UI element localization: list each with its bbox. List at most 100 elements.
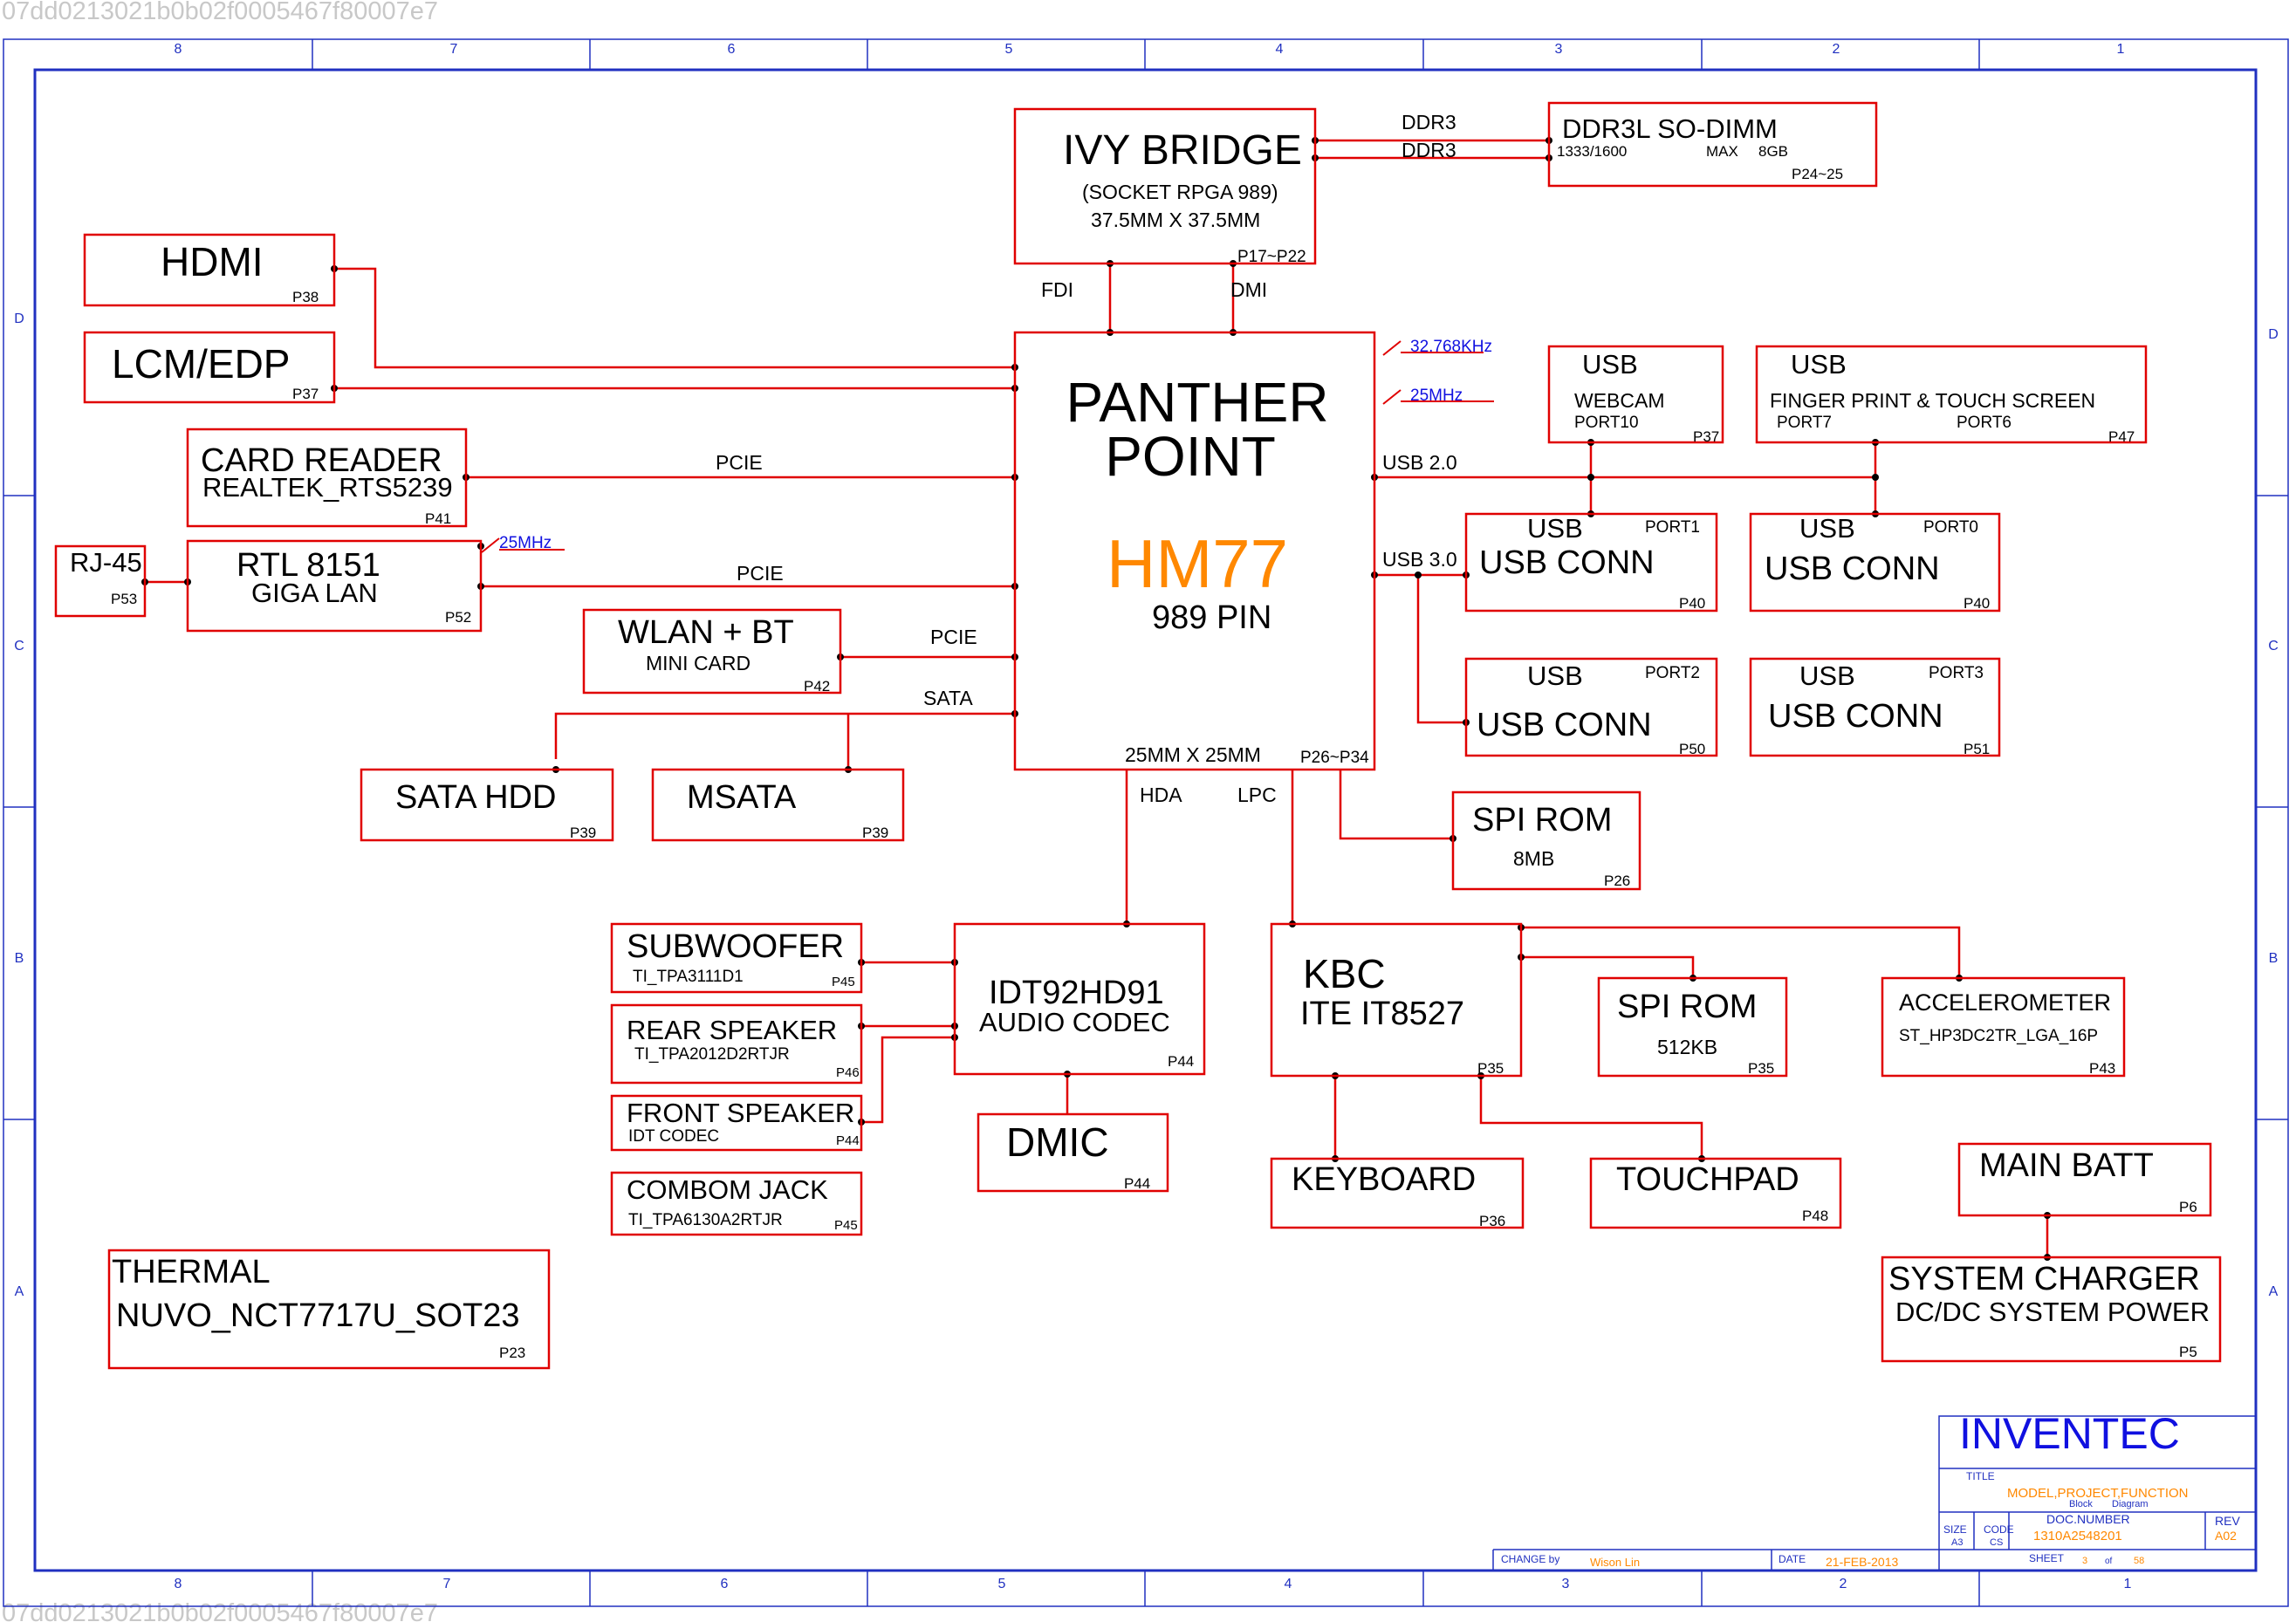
lpc-label: LPC: [1237, 784, 1277, 806]
col-label-bottom: 4: [1285, 1577, 1292, 1591]
main-batt-box: [1957, 1142, 2212, 1217]
date-value: 21-FEB-2013: [1826, 1555, 1898, 1569]
row-label-left: C: [14, 639, 24, 654]
system-charger-box: [1881, 1256, 2222, 1363]
finger-page: P47: [2108, 428, 2135, 445]
usb3-title: USB: [1799, 660, 1855, 691]
lan-page: P52: [445, 609, 471, 626]
block-labels: IVY BRIDGE (SOCKET RPGA 989) 37.5MM X 37…: [70, 113, 2210, 1361]
frame-labels: 8 7 6 5 4 3 2 1 8 7 6 5 4 3 2 1 D C B A …: [14, 42, 2279, 1591]
row-label-right: C: [2268, 639, 2279, 654]
rear-sub: TI_TPA2012D2RTJR: [634, 1045, 790, 1064]
sata-hdd-title: SATA HDD: [395, 779, 556, 816]
touchpad-box: [1589, 1157, 1842, 1229]
thermal-sub: NUVO_NCT7717U_SOT23: [116, 1297, 520, 1334]
rear-page: P46: [836, 1065, 860, 1080]
wlan-title: WLAN + BT: [618, 614, 794, 651]
pch-chip: HM77: [1107, 525, 1288, 602]
keyboard-box: [1270, 1157, 1525, 1229]
row-label-left: B: [15, 951, 24, 966]
usb2-page: P50: [1679, 741, 1705, 757]
touchpad-title: TOUCHPAD: [1616, 1161, 1799, 1198]
row-label-right: A: [2269, 1284, 2279, 1299]
webcam-page: P37: [1693, 428, 1719, 445]
usb1-sub: USB CONN: [1479, 544, 1655, 581]
webcam-title: USB: [1582, 349, 1638, 380]
col-label-bottom: 3: [1562, 1577, 1570, 1591]
clock-32khz-label: 32.768KHz: [1410, 338, 1492, 356]
col-label-bottom: 5: [998, 1577, 1006, 1591]
rev-value: A02: [2215, 1529, 2237, 1543]
col-label-top: 5: [1005, 42, 1013, 57]
size-label: SIZE: [1943, 1523, 1967, 1536]
usb-conn-port3-box: [1749, 657, 2001, 757]
kbc-sub: ITE IT8527: [1300, 996, 1464, 1032]
charger-title: SYSTEM CHARGER: [1888, 1261, 2200, 1297]
accelerometer-box: [1881, 976, 2126, 1078]
ivy-sub2: 37.5MM X 37.5MM: [1091, 209, 1260, 231]
card-sub: REALTEK_RTS5239: [202, 472, 453, 503]
front-page: P44: [836, 1133, 860, 1148]
rear-title: REAR SPEAKER: [627, 1015, 837, 1045]
lcm-title: LCM/EDP: [112, 341, 290, 387]
ddr3-label-b: DDR3: [1402, 139, 1456, 161]
keyboard-page: P36: [1479, 1213, 1505, 1229]
connection-wires: [145, 139, 2049, 1257]
title-sub-diagram: Diagram: [2112, 1499, 2149, 1509]
usb-conn-port2-box: [1464, 657, 1718, 757]
panther-point-box: [1013, 331, 1376, 771]
combo-sub: TI_TPA6130A2RTJR: [628, 1211, 783, 1229]
usb1-title: USB: [1527, 513, 1583, 544]
ddr3-label-a: DDR3: [1402, 111, 1456, 133]
charger-sub: DC/DC SYSTEM POWER: [1895, 1297, 2210, 1327]
watermark-top: 07dd0213021b0b02f0005467f80007e7: [2, 0, 438, 25]
spi1-sub: 8MB: [1513, 847, 1554, 870]
webcam-port: PORT10: [1574, 414, 1639, 432]
col-label-top: 8: [175, 42, 182, 57]
block-boxes: [54, 101, 2222, 1370]
wlan-page: P42: [804, 678, 830, 695]
code-value: CS: [1990, 1537, 2003, 1548]
finger-title: USB: [1791, 349, 1847, 380]
watermark-bottom: 07dd0213021b0b02f0005467f80007e7: [2, 1599, 438, 1622]
title-sub-block: Block: [2069, 1499, 2093, 1509]
sata-label: SATA: [923, 687, 973, 709]
company-name: INVENTEC: [1959, 1409, 2180, 1458]
usb2-title: USB: [1527, 660, 1583, 691]
code-label: CODE: [1984, 1523, 2014, 1536]
touchpad-page: P48: [1802, 1208, 1828, 1224]
col-label-bottom: 6: [721, 1577, 729, 1591]
pch-title1: PANTHER: [1066, 371, 1328, 434]
usb-webcam-box: [1547, 345, 1724, 444]
clock-labels: 32.768KHz 25MHz 25MHz: [499, 338, 1492, 552]
front-speaker-box: [610, 1094, 863, 1152]
col-label-top: 2: [1833, 42, 1840, 57]
front-title: FRONT SPEAKER: [627, 1098, 854, 1128]
col-label-bottom: 7: [443, 1577, 451, 1591]
rev-label: REV: [2215, 1514, 2240, 1528]
dmi-label: DMI: [1230, 278, 1267, 301]
ivy-sub1: (SOCKET RPGA 989): [1082, 181, 1278, 203]
clock-25mhz-label-lan: 25MHz: [499, 534, 552, 552]
row-label-left: A: [15, 1284, 24, 1299]
usb30-label: USB 3.0: [1382, 548, 1457, 571]
rj45-title: RJ-45: [70, 547, 142, 578]
finger-sub: FINGER PRINT & TOUCH SCREEN: [1770, 389, 2095, 412]
msata-title: MSATA: [687, 779, 797, 816]
subwoofer-box: [610, 922, 863, 994]
accel-title: ACCELEROMETER: [1899, 989, 2111, 1016]
col-label-top: 7: [450, 42, 458, 57]
wlan-sub: MINI CARD: [646, 652, 750, 674]
change-label: CHANGE by: [1501, 1553, 1559, 1565]
ddr-size: 8GB: [1758, 143, 1788, 160]
spi-rom-512kb-box: [1597, 976, 1788, 1078]
hdmi-page: P38: [292, 289, 319, 305]
pch-page: P26~P34: [1300, 749, 1369, 767]
sheet-value: 3: [2082, 1556, 2087, 1566]
thermal-title: THERMAL: [112, 1254, 271, 1290]
spi-rom-8mb-box: [1451, 790, 1641, 891]
size-value: A3: [1951, 1537, 1963, 1548]
dmic-page: P44: [1124, 1175, 1150, 1192]
hdmi-box: [83, 233, 336, 307]
